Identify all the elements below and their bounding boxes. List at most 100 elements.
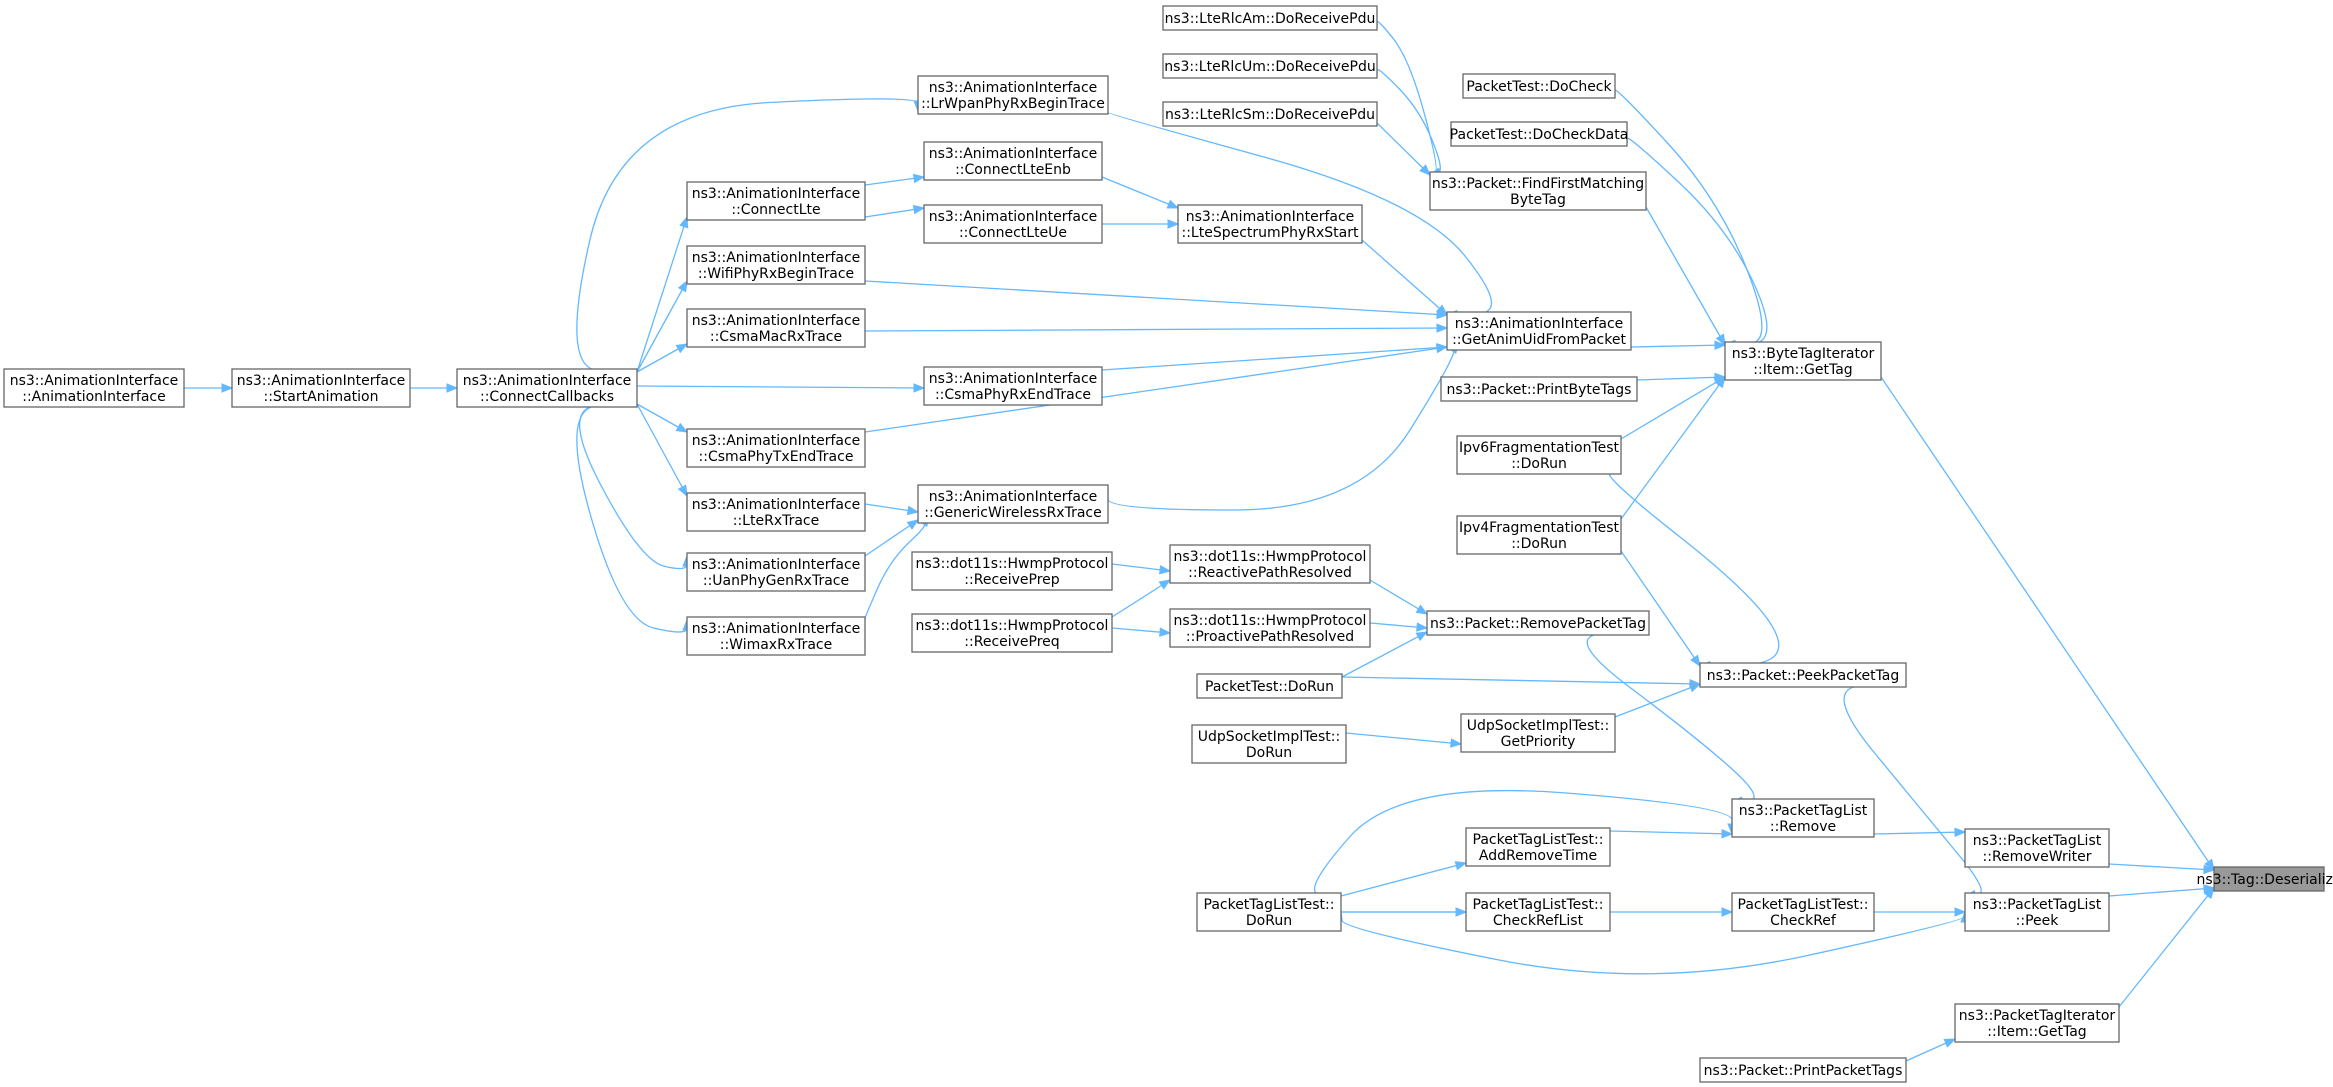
node-ai_connectlteue[interactable]: ns3::AnimationInterface::ConnectLteUe bbox=[923, 204, 1103, 244]
node-label: ns3::AnimationInterface bbox=[463, 373, 632, 389]
node-ai_connectlteenb[interactable]: ns3::AnimationInterface::ConnectLteEnb bbox=[923, 141, 1103, 181]
node-ai_wimaxrx[interactable]: ns3::AnimationInterface::WimaxRxTrace bbox=[686, 616, 866, 656]
node-usit_getpriority[interactable]: UdpSocketImplTest::GetPriority bbox=[1460, 713, 1616, 753]
edge-hwmp_reactive-to-pkt_removepackettag bbox=[1369, 579, 1428, 615]
node-pkt_peekpackettag[interactable]: ns3::Packet::PeekPacketTag bbox=[1699, 662, 1907, 688]
node-label: ns3::PacketTagList bbox=[1739, 803, 1868, 819]
node-ai_connectlte[interactable]: ns3::AnimationInterface::ConnectLte bbox=[686, 181, 866, 221]
node-label: ns3::AnimationInterface bbox=[237, 373, 406, 389]
node-label: ns3::Packet::RemovePacketTag bbox=[1430, 616, 1646, 632]
node-label: ns3::ByteTagIterator bbox=[1732, 346, 1875, 362]
arrowhead-pkt_findfirstmatching-to-bti_gettag bbox=[1715, 333, 1726, 347]
node-ltrlcam[interactable]: ns3::LteRlcAm::DoReceivePdu bbox=[1162, 5, 1378, 31]
node-hwmp_receivepreq[interactable]: ns3::dot11s::HwmpProtocol::ReceivePreq bbox=[911, 613, 1113, 653]
node-pkt_printpackettags[interactable]: ns3::Packet::PrintPacketTags bbox=[1699, 1057, 1907, 1083]
edge-pt_docheck-to-bti_gettag bbox=[1614, 89, 1763, 346]
arrowhead-ptl_removewriter-to-tag_deserialize bbox=[2203, 864, 2216, 875]
node-pkt_printbytetags[interactable]: ns3::Packet::PrintByteTags bbox=[1440, 376, 1638, 402]
edge-ai_connectcallbacks-to-ai_connectlte bbox=[636, 216, 688, 373]
node-label: PacketTest::DoRun bbox=[1205, 679, 1334, 695]
node-hwmp_receiveprep[interactable]: ns3::dot11s::HwmpProtocol::ReceivePrep bbox=[911, 551, 1113, 591]
node-hwmp_reactive[interactable]: ns3::dot11s::HwmpProtocol::ReactivePathR… bbox=[1169, 544, 1371, 584]
node-ai_connectcallbacks[interactable]: ns3::AnimationInterface::ConnectCallback… bbox=[456, 368, 638, 408]
edge-ai_uanphygenrx-to-ai_genericwireless bbox=[864, 519, 919, 557]
node-pt_docheck[interactable]: PacketTest::DoCheck bbox=[1462, 73, 1616, 99]
node-label: ns3::dot11s::HwmpProtocol bbox=[1174, 549, 1367, 565]
node-label: ns3::Packet::PeekPacketTag bbox=[1707, 668, 1900, 684]
node-label: CheckRef bbox=[1770, 913, 1837, 929]
node-ai_csmamacrx[interactable]: ns3::AnimationInterface::CsmaMacRxTrace bbox=[686, 308, 866, 348]
node-label: AddRemoveTime bbox=[1479, 848, 1597, 864]
node-label: ::WifiPhyRxBeginTrace bbox=[698, 266, 854, 282]
node-ai_wifiphyrxbegin[interactable]: ns3::AnimationInterface::WifiPhyRxBeginT… bbox=[686, 245, 866, 285]
node-label: ns3::AnimationInterface bbox=[929, 80, 1098, 96]
node-usit_dorun[interactable]: UdpSocketImplTest::DoRun bbox=[1191, 724, 1347, 764]
node-box bbox=[911, 551, 1113, 591]
node-ptlt_checkreflist[interactable]: PacketTagListTest::CheckRefList bbox=[1465, 892, 1611, 932]
node-ltrlcsm[interactable]: ns3::LteRlcSm::DoReceivePdu bbox=[1162, 101, 1378, 127]
node-pt_docheckdata[interactable]: PacketTest::DoCheckData bbox=[1450, 121, 1629, 147]
node-ipv6frag_dorun[interactable]: Ipv6FragmentationTest::DoRun bbox=[1456, 435, 1622, 475]
node-ptlt_addremovetime[interactable]: PacketTagListTest::AddRemoveTime bbox=[1465, 827, 1611, 867]
node-label: DoRun bbox=[1246, 913, 1292, 929]
arrowhead-hwmp_reactive-to-pkt_removepackettag bbox=[1415, 604, 1429, 615]
node-box bbox=[1426, 610, 1650, 636]
node-ai_lrwpan[interactable]: ns3::AnimationInterface::LrWpanPhyRxBegi… bbox=[917, 75, 1109, 115]
node-ipv4frag_dorun[interactable]: Ipv4FragmentationTest::DoRun bbox=[1456, 515, 1622, 555]
node-label: ns3::AnimationInterface bbox=[692, 621, 861, 637]
node-label: ::RemoveWriter bbox=[1983, 849, 2092, 865]
node-ptl_peek[interactable]: ns3::PacketTagList::Peek bbox=[1964, 892, 2110, 932]
node-ai_csmaphyrxend[interactable]: ns3::AnimationInterface::CsmaPhyRxEndTra… bbox=[923, 366, 1103, 406]
node-ptl_remove[interactable]: ns3::PacketTagList::Remove bbox=[1731, 798, 1875, 838]
arrowhead-hwmp_proactive-to-pkt_removepackettag bbox=[1416, 622, 1429, 632]
node-box bbox=[686, 616, 866, 656]
node-label: ns3::AnimationInterface bbox=[692, 186, 861, 202]
node-label: Ipv4FragmentationTest bbox=[1459, 520, 1620, 536]
edge-pti_gettag-to-tag_deserialize bbox=[2118, 887, 2215, 1008]
node-label: ::WimaxRxTrace bbox=[720, 637, 833, 653]
edge-pkt_findfirstmatching-to-bti_gettag bbox=[1645, 206, 1726, 346]
node-ai_startanimation[interactable]: ns3::AnimationInterface::StartAnimation bbox=[231, 368, 411, 408]
node-ai_genericwireless[interactable]: ns3::AnimationInterface::GenericWireless… bbox=[917, 484, 1109, 524]
arrowhead-bti_gettag-to-tag_deserialize bbox=[2204, 858, 2215, 872]
node-box bbox=[1456, 515, 1622, 555]
edge-ai_connectcallbacks-to-ai_wimaxrx bbox=[576, 403, 688, 633]
node-box bbox=[1162, 53, 1378, 79]
node-hwmp_proactive[interactable]: ns3::dot11s::HwmpProtocol::ProactivePath… bbox=[1169, 608, 1371, 648]
node-bti_gettag[interactable]: ns3::ByteTagIterator::Item::GetTag bbox=[1724, 341, 1882, 381]
arrowhead-ipv4frag_dorun-to-pkt_peekpackettag bbox=[1690, 654, 1701, 668]
node-ai_ltespectrum[interactable]: ns3::AnimationInterface::LteSpectrumPhyR… bbox=[1177, 204, 1363, 244]
node-label: ::LrWpanPhyRxBeginTrace bbox=[921, 96, 1105, 112]
node-tag_deserialize: ns3::Tag::Deserialize bbox=[2197, 866, 2333, 892]
node-label: ::Remove bbox=[1770, 819, 1836, 835]
node-ptlt_checkref[interactable]: PacketTagListTest::CheckRef bbox=[1731, 892, 1875, 932]
arrowhead-ai_connectlteenb-to-ai_ltespectrum bbox=[1166, 199, 1180, 209]
node-ai_getanimuid[interactable]: ns3::AnimationInterface::GetAnimUidFromP… bbox=[1446, 311, 1632, 351]
node-ai_csmaphytxend[interactable]: ns3::AnimationInterface::CsmaPhyTxEndTra… bbox=[686, 428, 866, 468]
node-pti_gettag[interactable]: ns3::PacketTagIterator::Item::GetTag bbox=[1954, 1003, 2120, 1043]
node-box bbox=[923, 366, 1103, 406]
node-label: ns3::LteRlcUm::DoReceivePdu bbox=[1164, 59, 1375, 75]
node-label: ::ConnectCallbacks bbox=[480, 389, 614, 405]
node-label: ns3::AnimationInterface bbox=[692, 250, 861, 266]
node-ptlt_dorun[interactable]: PacketTagListTest::DoRun bbox=[1196, 892, 1342, 932]
node-pt_dorun[interactable]: PacketTest::DoRun bbox=[1196, 673, 1343, 699]
node-box bbox=[923, 204, 1103, 244]
node-label: ns3::AnimationInterface bbox=[1455, 316, 1624, 332]
node-ltrlcum[interactable]: ns3::LteRlcUm::DoReceivePdu bbox=[1162, 53, 1378, 79]
arrowhead-ai_connectlteue-to-ai_ltespectrum bbox=[1167, 219, 1180, 229]
node-label: ::DoRun bbox=[1511, 536, 1567, 552]
arrowhead-ipv4frag_dorun-to-bti_gettag bbox=[1714, 375, 1726, 389]
edge-usit_dorun-to-usit_getpriority bbox=[1345, 732, 1462, 745]
node-box bbox=[911, 613, 1113, 653]
node-pkt_removepackettag[interactable]: ns3::Packet::RemovePacketTag bbox=[1426, 610, 1650, 636]
edge-pt_docheckdata-to-bti_gettag bbox=[1626, 137, 1768, 346]
node-ai_uanphygenrx[interactable]: ns3::AnimationInterface::UanPhyGenRxTrac… bbox=[686, 552, 866, 592]
node-label: ::ProactivePathResolved bbox=[1186, 629, 1354, 645]
node-ptl_removewriter[interactable]: ns3::PacketTagList::RemoveWriter bbox=[1964, 828, 2110, 868]
node-ai_lterx[interactable]: ns3::AnimationInterface::LteRxTrace bbox=[686, 492, 866, 532]
edge-ai_connectcallbacks-to-ai_uanphygenrx bbox=[579, 403, 688, 570]
edge-ai_csmaphytxend-to-ai_getanimuid bbox=[864, 346, 1448, 433]
node-ai_ctor[interactable]: ns3::AnimationInterface::AnimationInterf… bbox=[3, 368, 185, 408]
